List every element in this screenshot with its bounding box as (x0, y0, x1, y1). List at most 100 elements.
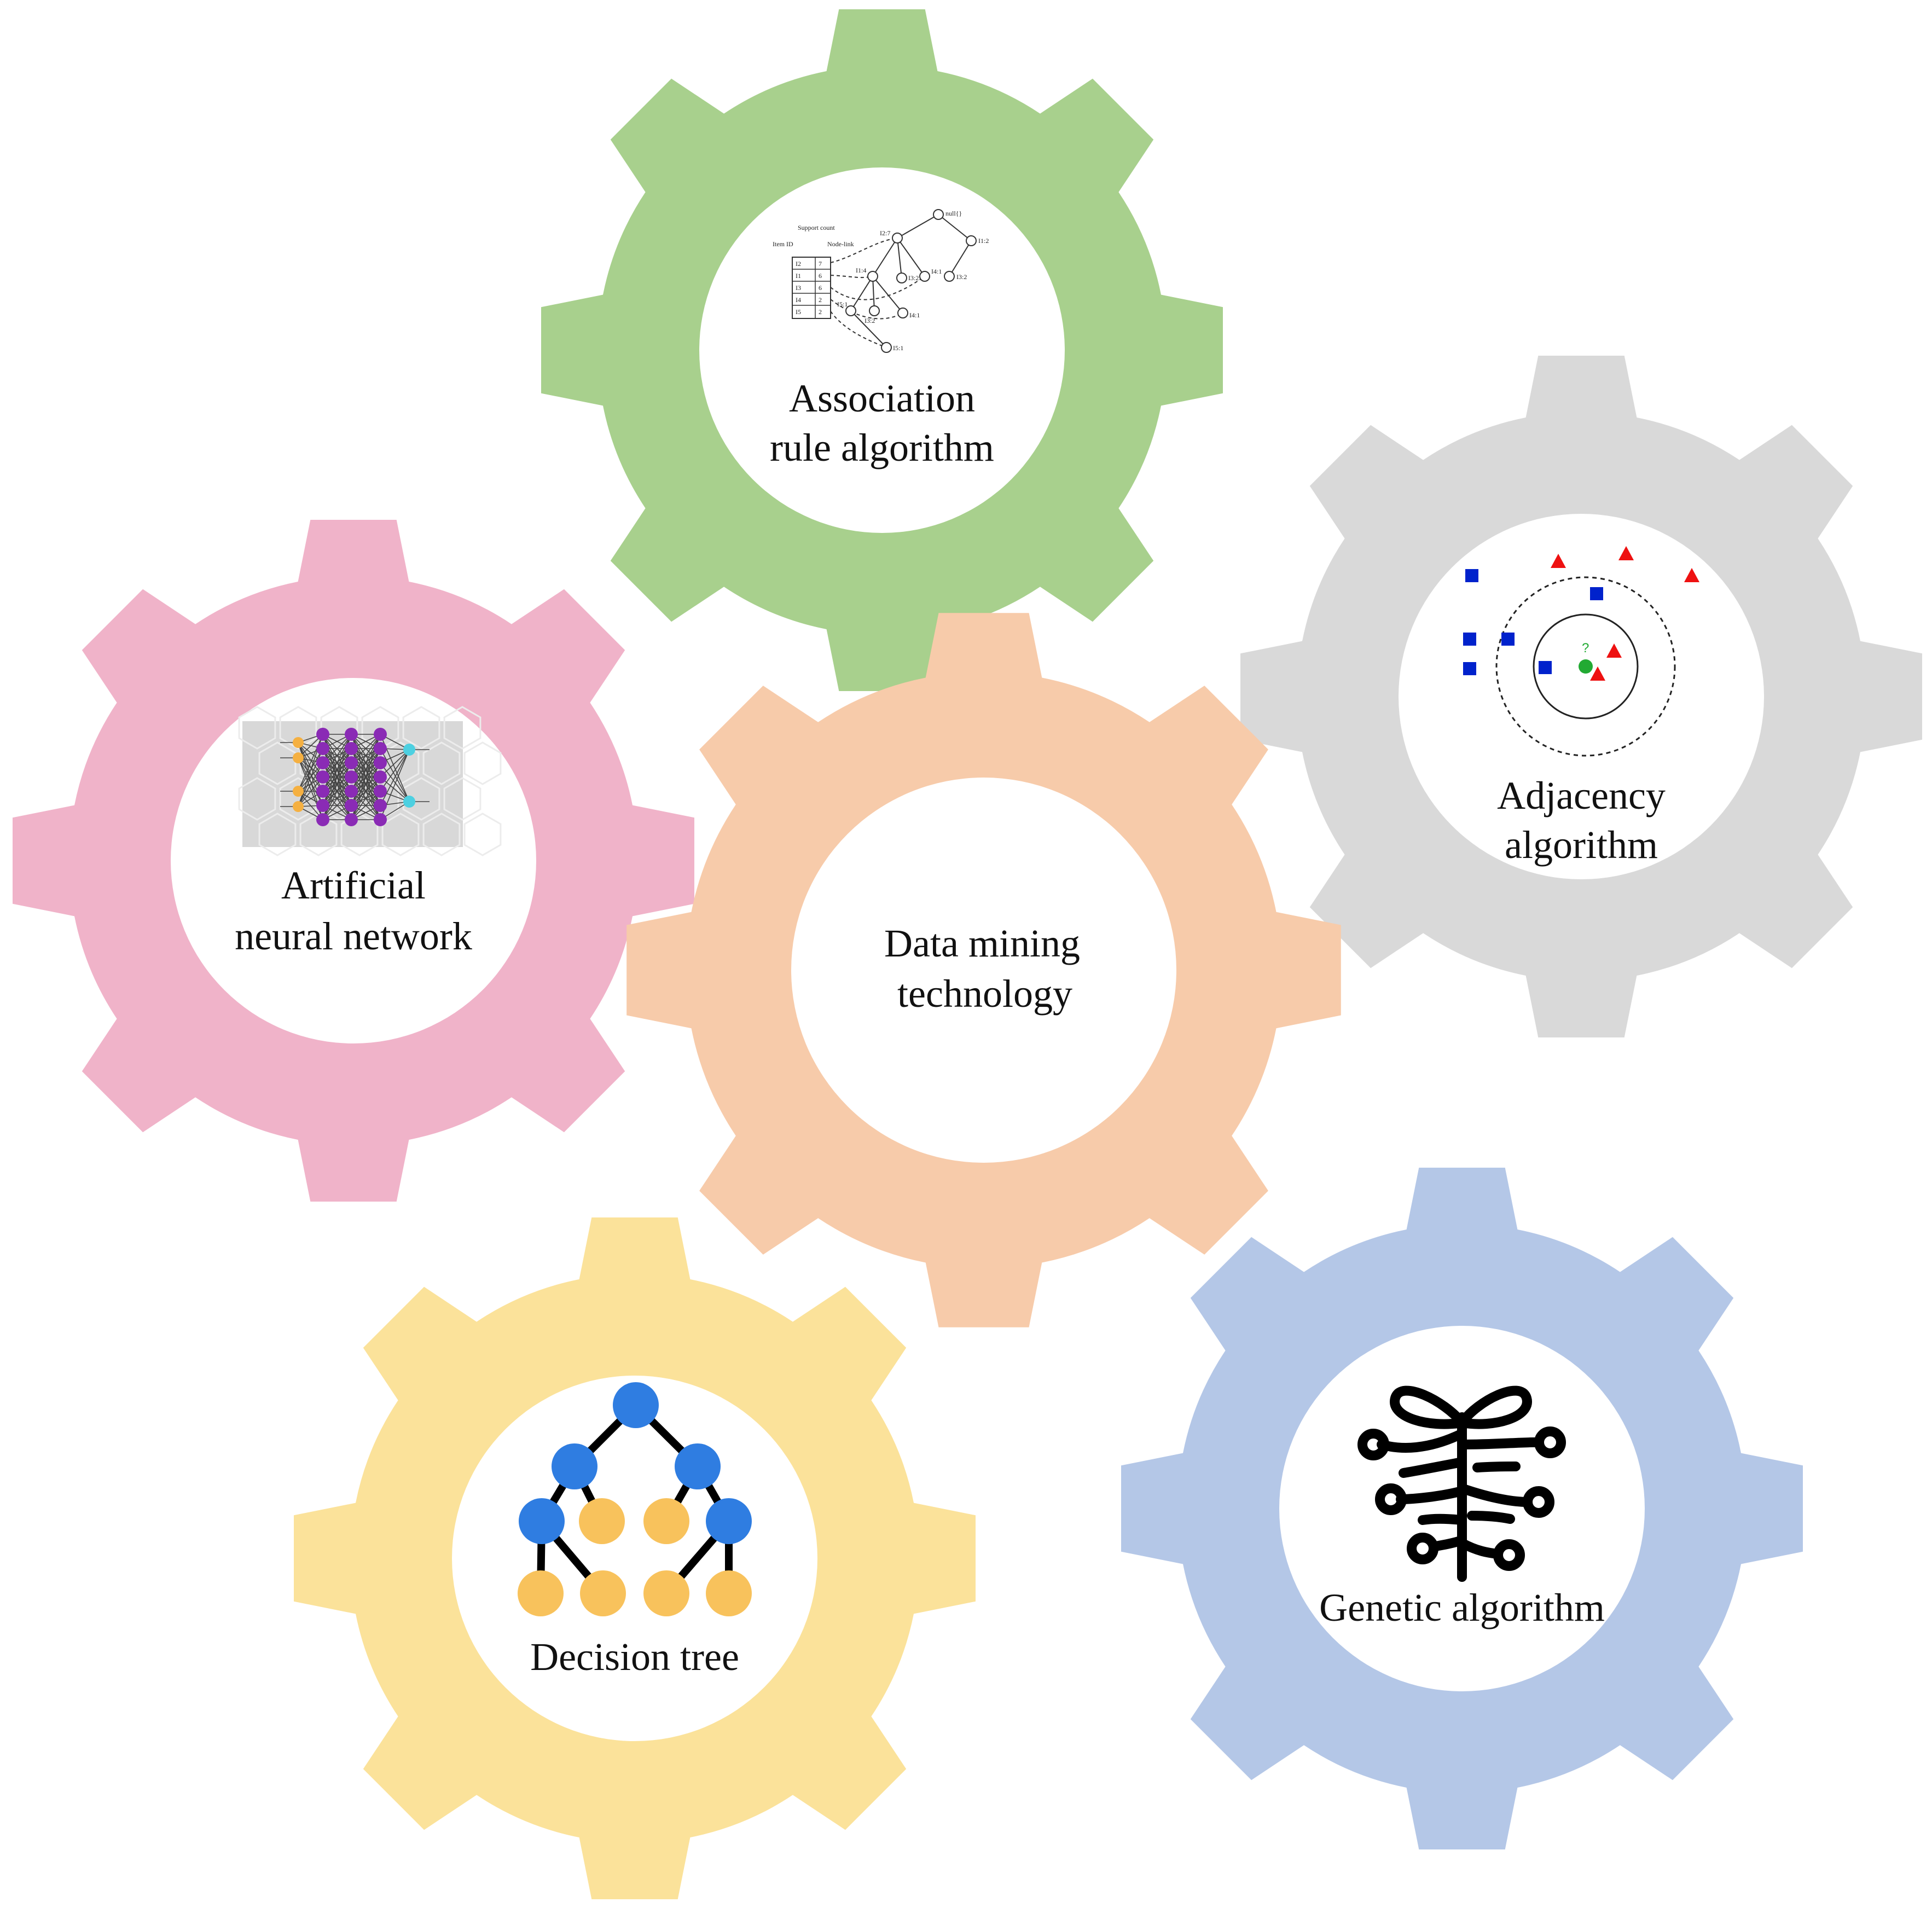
inner-neighborhood-circle (1533, 613, 1639, 720)
square-point (1590, 587, 1603, 600)
square-point (1501, 633, 1515, 646)
query-label: ? (1582, 641, 1589, 656)
dna-node (1493, 1539, 1525, 1571)
nn-node (345, 799, 358, 812)
nn-node (316, 785, 329, 798)
dna-loop-right (1457, 1385, 1532, 1429)
decision-tree-icon (518, 1382, 752, 1616)
dna-node (1534, 1426, 1566, 1458)
nn-edge (351, 734, 381, 778)
gear-label-decision: Decision tree (530, 1635, 739, 1679)
dna-node (1375, 1483, 1407, 1515)
gear-label-center-line2: technology (897, 972, 1072, 1016)
tree-label: I3:2 (865, 317, 875, 324)
nn-node (345, 785, 358, 798)
table-cell: I4 (796, 296, 801, 304)
gear-label-association-line1: Association (789, 376, 975, 420)
nn-edge (380, 749, 410, 778)
class-b-triangles (1551, 546, 1699, 681)
nn-edge (351, 734, 381, 763)
nn-edge (322, 791, 352, 820)
nn-node (374, 742, 387, 755)
knn-scatter-icon: ? (1463, 546, 1699, 757)
nn-node (316, 742, 329, 755)
table-cell: I1 (796, 272, 801, 280)
tree-nodes (518, 1382, 752, 1616)
square-point (1463, 662, 1476, 675)
table-cell: I3 (796, 284, 801, 292)
tree-decision-node (706, 1498, 752, 1544)
nn-node (316, 813, 329, 826)
nn-edge (380, 749, 410, 792)
table-header-item: Item ID (773, 240, 793, 248)
gear-center (626, 613, 1341, 1327)
gear-label-neural-line1: Artificial (281, 863, 426, 907)
nn-edge (298, 762, 323, 807)
nn-node (345, 813, 358, 826)
gear-center-hub (791, 778, 1176, 1163)
gear-adjacency-hub (1399, 514, 1764, 879)
gear-label-adjacency-line2: algorithm (1505, 823, 1658, 867)
outer-neighborhood-circle (1495, 576, 1676, 757)
hex-cell (463, 741, 502, 785)
class-a-squares (1463, 569, 1603, 675)
hex-cell (238, 706, 276, 750)
tree-decision-node (613, 1382, 659, 1428)
gear-label-center-line1: Data mining (884, 921, 1080, 965)
gear-label-adjacency-line1: Adjacency (1497, 774, 1666, 817)
tree-leaf-node (580, 1570, 626, 1616)
tree-label: I2:7 (880, 229, 890, 237)
tree-decision-node (519, 1498, 565, 1544)
dna-node (1357, 1429, 1389, 1460)
nn-node (316, 799, 329, 812)
nn-node (345, 770, 358, 784)
neural-network-icon (238, 706, 502, 856)
hex-cell (279, 706, 317, 750)
nn-edge (380, 748, 410, 802)
nn-node (345, 756, 358, 769)
dna-branch (1472, 1462, 1521, 1472)
triangle-point (1606, 643, 1622, 658)
dna-loop-left (1390, 1385, 1467, 1429)
hex-cell (443, 706, 481, 750)
nn-node (345, 742, 358, 755)
nn-edge (322, 734, 352, 763)
gears-layer (13, 9, 1922, 1899)
nn-edge (351, 776, 381, 820)
square-point (1465, 569, 1478, 582)
nn-nodes (293, 728, 415, 826)
hex-cell (422, 813, 461, 856)
nn-node (316, 756, 329, 769)
dna-branch (1457, 1437, 1544, 1449)
tree-leaf-node (643, 1570, 689, 1616)
tree-label: I5:1 (893, 344, 903, 352)
nn-edge (351, 791, 381, 820)
tree-leaf-node (579, 1498, 625, 1544)
tree-label: I1:4 (856, 266, 866, 274)
square-point (1463, 633, 1476, 646)
nn-edge (351, 734, 381, 792)
fp-tree (830, 209, 977, 353)
nn-node (374, 785, 387, 798)
hex-cell (402, 706, 440, 750)
triangle-point (1590, 666, 1605, 681)
tree-decision-node (675, 1443, 721, 1489)
nn-node (374, 770, 387, 784)
table-cell: 2 (819, 308, 822, 316)
nn-node (316, 770, 329, 784)
hex-cell (258, 813, 297, 856)
hex-cell (299, 813, 338, 856)
gear-neural (13, 520, 694, 1202)
dna-branch (1399, 1457, 1467, 1478)
tree-label: I4:1 (931, 268, 942, 275)
table-cell: 6 (819, 284, 822, 292)
nn-edge (322, 776, 352, 820)
dna-node (1523, 1486, 1554, 1518)
table-cell: I2 (796, 260, 801, 268)
tree-leaf-node (643, 1498, 689, 1544)
fp-tree-labels: null{} I2:7 I1:2 I1:4 I3:2 I4:1 I3:2 I5:… (837, 210, 989, 352)
dna-branch (1467, 1511, 1515, 1524)
gear-decision-hub (452, 1376, 817, 1741)
support-count-table: Item ID Support count Node-link I2 7 I1 … (773, 224, 854, 319)
dna-node (1407, 1533, 1438, 1564)
